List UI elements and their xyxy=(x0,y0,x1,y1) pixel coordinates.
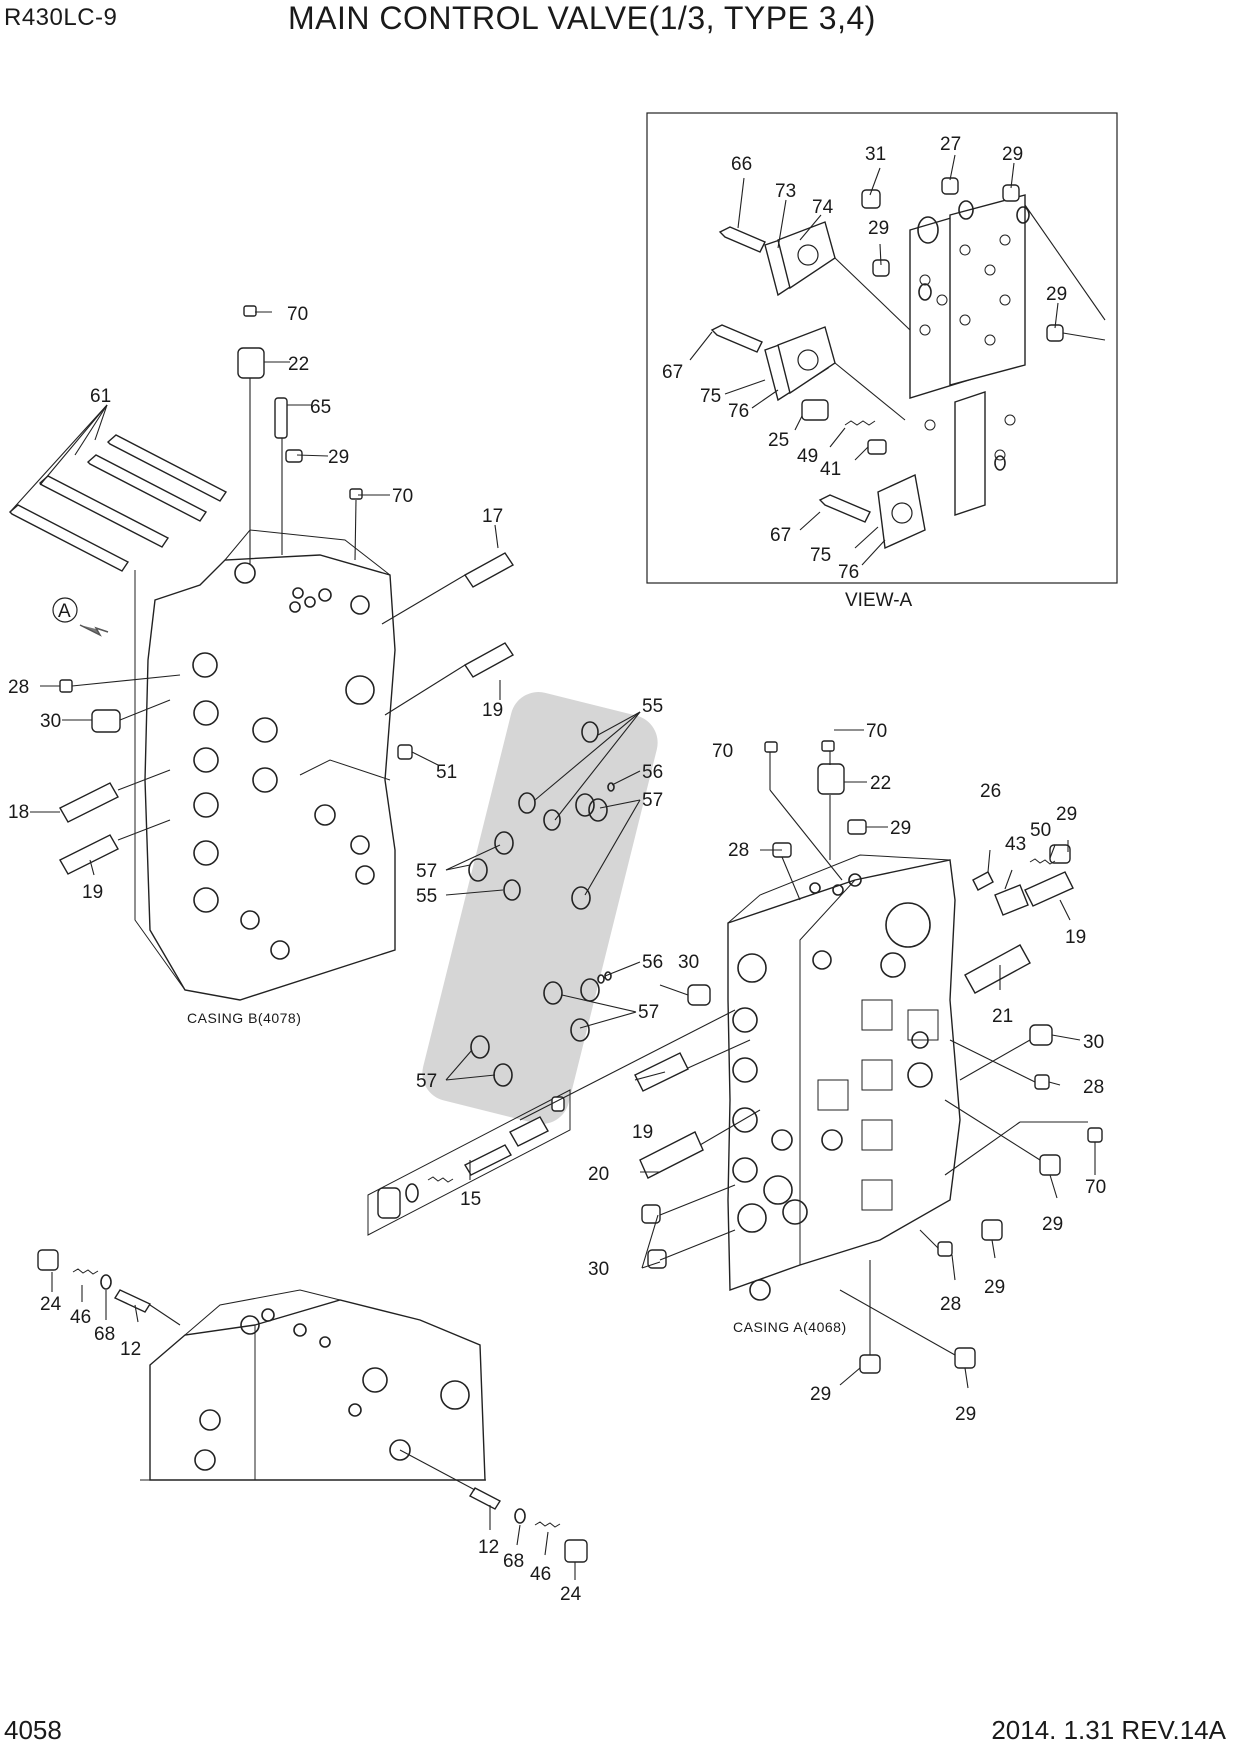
callout-70: 70 xyxy=(712,741,733,762)
callout-12: 12 xyxy=(478,1537,499,1558)
lower-casing xyxy=(140,1289,490,1481)
callout-17: 17 xyxy=(482,506,503,527)
callout-57: 57 xyxy=(416,861,437,882)
callout-57: 57 xyxy=(638,1002,659,1023)
callout-24: 24 xyxy=(40,1294,62,1315)
callout-57: 57 xyxy=(642,790,663,811)
callout-75: 75 xyxy=(810,545,831,566)
callout-29: 29 xyxy=(1046,284,1067,305)
callout-29: 29 xyxy=(868,218,889,239)
callout-29: 29 xyxy=(1042,1214,1063,1235)
callout-65: 65 xyxy=(310,397,331,418)
callout-61: 61 xyxy=(90,386,111,407)
callout-29: 29 xyxy=(984,1277,1005,1298)
callout-74: 74 xyxy=(812,197,834,218)
callout-22: 22 xyxy=(288,354,309,375)
callout-18: 18 xyxy=(8,802,29,823)
callout-41: 41 xyxy=(820,459,841,480)
callout-55: 55 xyxy=(642,696,663,717)
callout-29: 29 xyxy=(1002,144,1023,165)
callout-22: 22 xyxy=(870,773,891,794)
callout-31: 31 xyxy=(865,144,886,165)
callout-19: 19 xyxy=(482,700,503,721)
callout-57: 57 xyxy=(416,1071,437,1092)
view-a-inset xyxy=(646,112,1118,584)
callout-27: 27 xyxy=(940,134,961,155)
revision-date: 2014. 1.31 REV.14A xyxy=(991,1715,1226,1745)
callout-30: 30 xyxy=(1083,1032,1104,1053)
callout-28: 28 xyxy=(940,1294,961,1315)
callout-56: 56 xyxy=(642,952,663,973)
model-code: R430LC-9 xyxy=(4,4,118,31)
spool-assembly xyxy=(367,1089,571,1236)
callout-76: 76 xyxy=(838,562,859,583)
leader-lines xyxy=(9,311,1096,1580)
callout-67: 67 xyxy=(662,362,683,383)
callout-30: 30 xyxy=(40,711,61,732)
callout-29: 29 xyxy=(890,818,911,839)
casing-b-body xyxy=(134,529,396,1001)
oring-panel xyxy=(422,692,658,1124)
callout-49: 49 xyxy=(797,446,818,467)
callout-66: 66 xyxy=(731,154,752,175)
casing-b-caption: CASING B(4078) xyxy=(187,1010,301,1026)
callout-29: 29 xyxy=(1056,804,1077,825)
callout-67: 67 xyxy=(770,525,791,546)
callout-75: 75 xyxy=(700,386,721,407)
callout-70: 70 xyxy=(1085,1177,1106,1198)
callout-50: 50 xyxy=(1030,820,1051,841)
callout-46: 46 xyxy=(70,1307,91,1328)
callout-labels: 70 22 65 29 70 61 17 19 51 28 30 18 19 5… xyxy=(8,134,1106,1605)
callout-30: 30 xyxy=(588,1259,609,1280)
callout-30: 30 xyxy=(678,952,699,973)
callout-55: 55 xyxy=(416,886,437,907)
callout-51: 51 xyxy=(436,762,457,783)
page-number: 4058 xyxy=(4,1715,62,1745)
callout-25: 25 xyxy=(768,430,789,451)
callout-29: 29 xyxy=(328,447,349,468)
svg-text:A: A xyxy=(58,601,71,622)
tie-bolts xyxy=(8,434,228,572)
callout-28: 28 xyxy=(8,677,29,698)
callout-20: 20 xyxy=(588,1164,609,1185)
callout-70: 70 xyxy=(392,486,413,507)
casing-a-body xyxy=(727,854,961,1301)
callout-29: 29 xyxy=(955,1404,976,1425)
callout-19: 19 xyxy=(1065,927,1086,948)
callout-70: 70 xyxy=(866,721,887,742)
callout-29: 29 xyxy=(810,1384,831,1405)
callout-73: 73 xyxy=(775,181,796,202)
casing-a-caption: CASING A(4068) xyxy=(733,1319,847,1335)
callout-15: 15 xyxy=(460,1189,481,1210)
callout-24: 24 xyxy=(560,1584,582,1605)
callout-43: 43 xyxy=(1005,834,1026,855)
callout-28: 28 xyxy=(728,840,749,861)
lower-casing-parts xyxy=(37,1249,588,1563)
callout-46: 46 xyxy=(530,1564,551,1585)
callout-21: 21 xyxy=(992,1006,1013,1027)
callout-19: 19 xyxy=(82,882,103,903)
page-title: MAIN CONTROL VALVE(1/3, TYPE 3,4) xyxy=(288,0,876,36)
callout-19: 19 xyxy=(632,1122,653,1143)
casing-b-parts xyxy=(59,305,515,875)
callout-12: 12 xyxy=(120,1339,141,1360)
callout-26: 26 xyxy=(980,781,1001,802)
callout-70: 70 xyxy=(287,304,308,325)
view-a-marker: A xyxy=(52,597,109,637)
callout-68: 68 xyxy=(503,1551,524,1572)
callout-28: 28 xyxy=(1083,1077,1104,1098)
callout-76: 76 xyxy=(728,401,749,422)
view-a-caption: VIEW-A xyxy=(845,590,913,611)
callout-68: 68 xyxy=(94,1324,115,1345)
callout-56: 56 xyxy=(642,762,663,783)
